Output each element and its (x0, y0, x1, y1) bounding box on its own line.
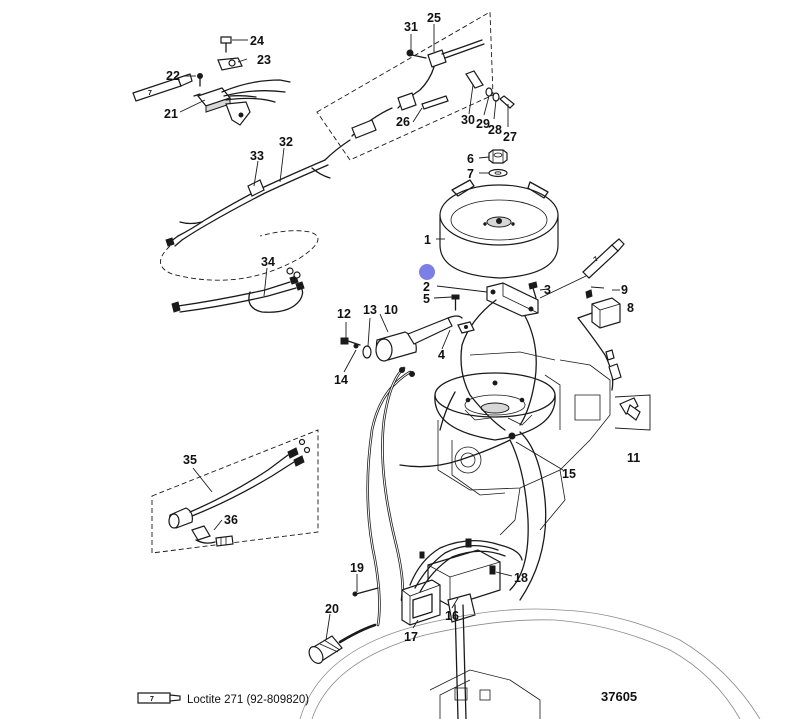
callout-15: 15 (562, 467, 576, 481)
ignition-coil (340, 315, 463, 362)
callout-31: 31 (404, 20, 418, 34)
sealant-tube-1: 7 (539, 238, 625, 299)
callout-3: 3 (544, 283, 551, 297)
sealant-tube-legend: 7 (137, 692, 181, 704)
harness-32 (165, 159, 331, 247)
flywheel-nut (488, 149, 508, 164)
callout-20: 20 (325, 602, 339, 616)
kit-25 (324, 39, 515, 161)
sealant-tube-2: 7 (132, 73, 193, 102)
callout-8: 8 (627, 301, 634, 315)
callout-9: 9 (621, 283, 628, 297)
callout-1: 1 (424, 233, 431, 247)
harness-connector (308, 623, 377, 664)
svg-text:7: 7 (148, 90, 152, 97)
callout-32: 32 (279, 135, 293, 149)
callout-30: 30 (461, 113, 475, 127)
harness-loop (160, 230, 319, 281)
callout-36: 36 (224, 513, 238, 527)
callout-4: 4 (438, 348, 445, 362)
callout-25: 25 (427, 11, 441, 25)
callout-7: 7 (467, 167, 474, 181)
callout-6: 6 (467, 152, 474, 166)
svg-text:7: 7 (593, 256, 601, 264)
screw-24 (220, 36, 232, 53)
callout-11: 11 (627, 451, 640, 465)
clamp-4 (457, 321, 475, 334)
callout-33: 33 (250, 149, 264, 163)
spark-plug-cap (614, 394, 651, 431)
callout-leaders (179, 24, 620, 641)
callout-24: 24 (250, 34, 264, 48)
flywheel (439, 179, 559, 279)
svg-text:7: 7 (150, 696, 154, 703)
callout-10: 10 (384, 303, 398, 317)
callout-18: 18 (514, 571, 528, 585)
cdm-assembly (352, 538, 523, 626)
callout-2: 2 (423, 280, 430, 294)
wiring-harness (366, 366, 547, 627)
callout-35: 35 (183, 453, 197, 467)
callout-12: 12 (337, 307, 351, 321)
callout-28: 28 (488, 123, 502, 137)
screw-3 (528, 281, 538, 299)
highlight-marker (419, 264, 435, 280)
callout-21: 21 (164, 107, 178, 121)
callout-16: 16 (445, 609, 459, 623)
stator-plate (434, 372, 556, 441)
screw-5 (451, 294, 460, 311)
callout-27: 27 (503, 130, 517, 144)
callout-17: 17 (404, 630, 418, 644)
flywheel-washer (488, 168, 508, 178)
kit-36 (191, 525, 234, 547)
figure-number: 37605 (601, 689, 637, 704)
callout-19: 19 (350, 561, 364, 575)
callout-22: 22 (166, 69, 180, 83)
stop-switch (577, 289, 622, 391)
legend: 7 Loctite 271 (92-809820) (137, 692, 309, 706)
screw-22 (197, 73, 203, 87)
engine-block (437, 351, 611, 536)
callout-29: 29 (476, 117, 490, 131)
terminal-block-21 (193, 79, 291, 126)
callout-14: 14 (334, 373, 348, 387)
callout-labels: 1 2 3 4 5 6 7 8 9 10 11 12 13 14 15 16 1… (164, 11, 640, 644)
callout-13: 13 (363, 303, 377, 317)
kit-box-35-36 (151, 429, 319, 554)
kit-35 (168, 438, 311, 529)
lower-cowl (299, 604, 761, 719)
callout-26: 26 (396, 115, 410, 129)
callout-23: 23 (257, 53, 271, 67)
callout-5: 5 (423, 292, 430, 306)
clamp-23 (217, 57, 243, 71)
legend-text: Loctite 271 (92-809820) (187, 694, 309, 706)
kit-box-25-31 (316, 11, 494, 161)
trigger-assembly (460, 282, 539, 426)
callout-34: 34 (261, 255, 275, 269)
harness-34 (171, 267, 305, 313)
